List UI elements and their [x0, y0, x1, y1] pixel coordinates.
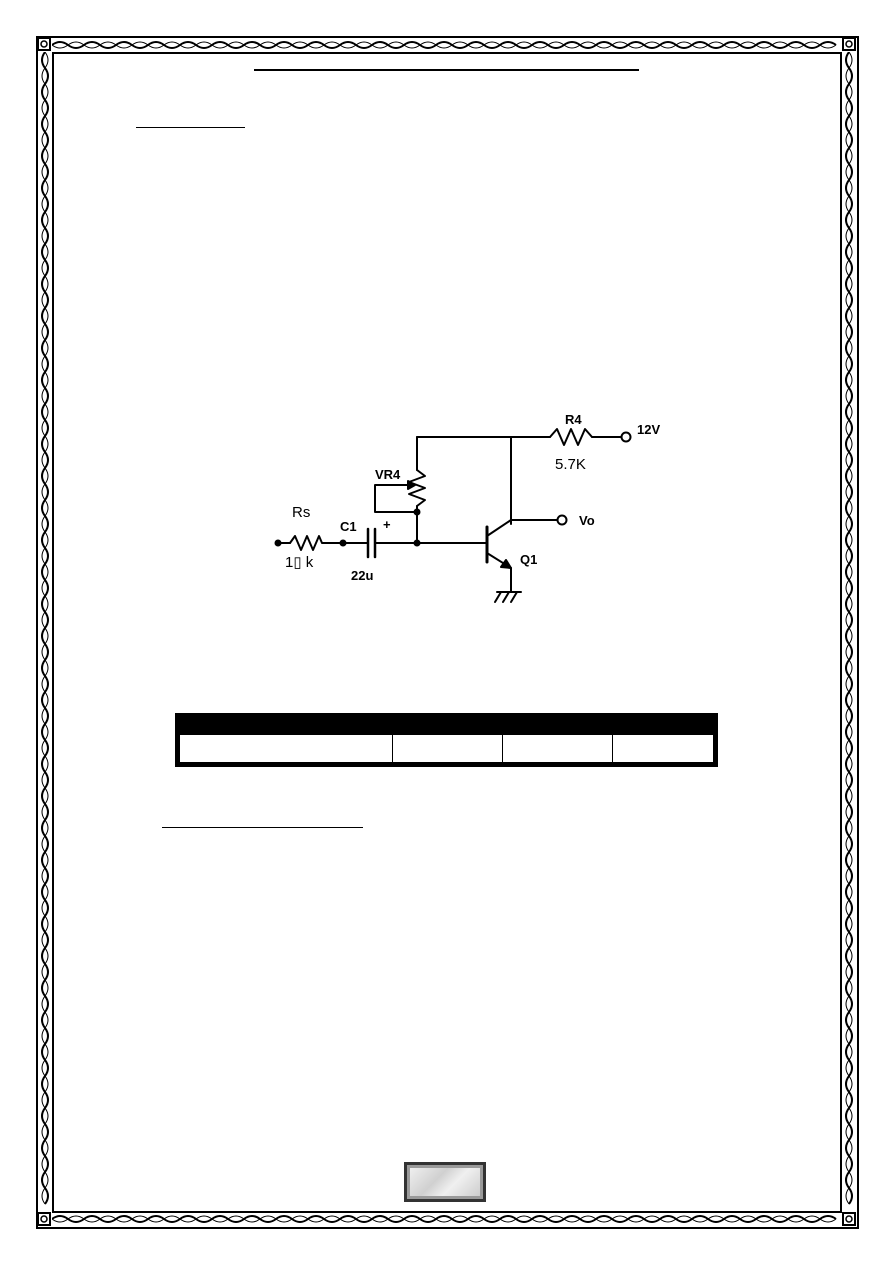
page-border-outer — [36, 36, 859, 1229]
junction-vr4-wiper — [413, 508, 421, 516]
table-header-cell — [502, 717, 613, 735]
rs-resistor — [289, 535, 344, 551]
c1-value: 22u — [351, 568, 373, 583]
table-cell — [179, 734, 393, 763]
input-terminal — [274, 539, 282, 547]
vr4-label: VR4 — [375, 467, 401, 482]
vr4-wiper-loop — [374, 484, 418, 513]
q1-collector-leg — [486, 519, 512, 537]
supply-label: 12V — [637, 422, 660, 437]
section-heading-2-underline — [162, 827, 363, 828]
table-header-row — [179, 717, 714, 735]
data-table — [175, 713, 718, 767]
ground-hatch-3 — [510, 591, 518, 603]
supply-terminal — [620, 431, 632, 443]
circuit-diagram: R4 5.7K 12V VR4 Vo Q1 Rs 1▯ k C1 22u + — [274, 412, 660, 603]
border-corner-top-right — [842, 37, 856, 51]
section-heading-1-underline — [136, 127, 245, 128]
border-chain-left — [41, 52, 49, 1205]
q1-emitter-arrow — [500, 559, 512, 569]
q1-label: Q1 — [520, 552, 537, 567]
r4-label: R4 — [565, 412, 582, 427]
border-chain-top — [52, 41, 837, 49]
page-number-frame — [404, 1162, 486, 1202]
table-cell — [612, 734, 714, 763]
rs-label: Rs — [292, 504, 310, 521]
circuit-junctions — [274, 508, 421, 547]
ground-hatch-2 — [502, 591, 510, 603]
output-label: Vo — [579, 513, 595, 528]
c1-label: C1 — [340, 519, 357, 534]
ground-hatch-1 — [494, 591, 502, 603]
border-corner-top-left — [37, 37, 51, 51]
table-row — [179, 734, 714, 763]
border-corner-bottom-right — [842, 1212, 856, 1226]
table-cell — [392, 734, 503, 763]
vr4-wiper-arrow — [407, 480, 416, 490]
page-border-inner — [52, 52, 842, 1213]
border-chain-bottom — [52, 1215, 837, 1223]
junction-base — [413, 539, 421, 547]
rs-value: 1▯ k — [285, 554, 314, 571]
vr4-potentiometer — [408, 469, 426, 507]
r4-resistor — [549, 428, 593, 446]
border-chain-right — [845, 52, 853, 1205]
r4-value: 5.7K — [555, 456, 586, 473]
table-header-cell — [392, 717, 503, 735]
output-terminal — [556, 514, 568, 526]
table-cell — [502, 734, 613, 763]
c1-polarity: + — [383, 517, 391, 532]
table-header-cell — [612, 717, 714, 735]
table-header-cell — [179, 717, 393, 735]
junction-rs-c1 — [339, 539, 347, 547]
border-corner-bottom-left — [37, 1212, 51, 1226]
page-title-underline — [254, 69, 639, 71]
